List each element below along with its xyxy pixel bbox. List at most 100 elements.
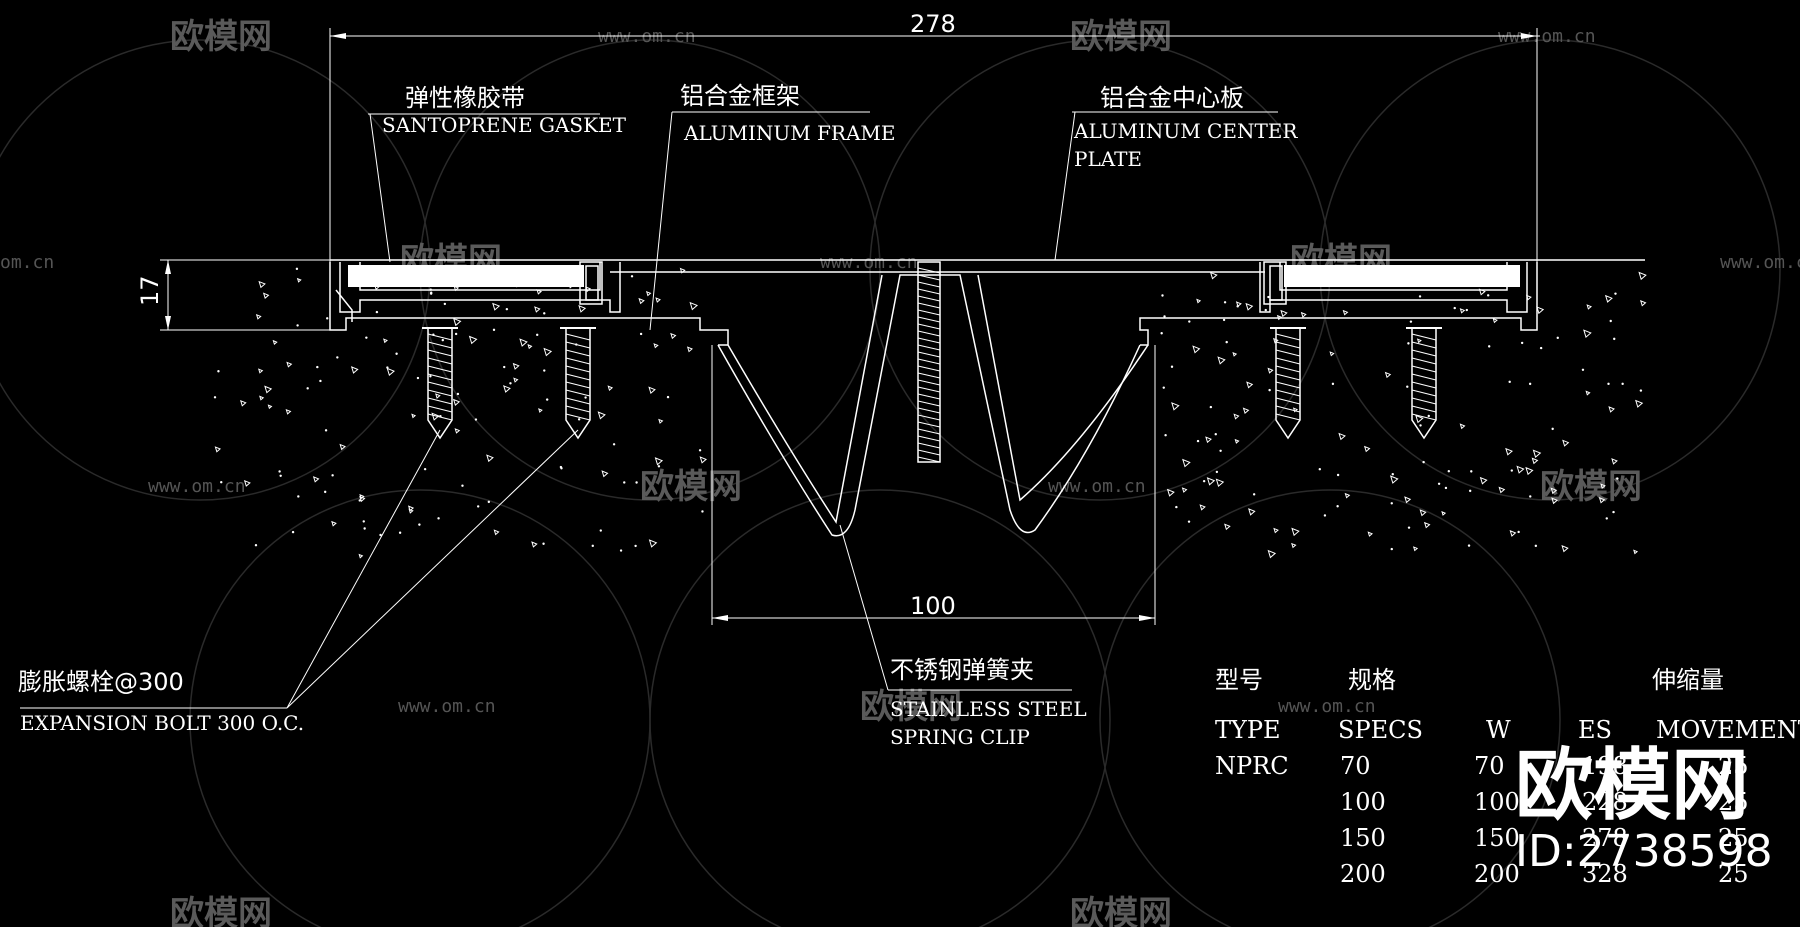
aggregate-dot [279, 474, 282, 477]
aggregate-mark [1509, 530, 1517, 537]
aggregate-mark [453, 285, 460, 292]
watermark-brand: 欧模网 [1070, 17, 1172, 57]
aggregate-dot [324, 429, 328, 432]
aggregate-mark [1598, 496, 1606, 504]
table-cell: 278 [1582, 824, 1628, 852]
aggregate-dot [323, 490, 327, 494]
aggregate-mark [1338, 432, 1346, 441]
concrete-right [1160, 267, 1647, 559]
aggregate-dot [559, 465, 563, 469]
aggregate-dot [430, 291, 433, 294]
dimension-gap: 100 [711, 345, 1156, 625]
watermark-url: www.om.cn [1278, 696, 1376, 717]
aggregate-mark [359, 495, 366, 503]
aggregate-mark [601, 470, 609, 478]
aggregate-mark [1532, 449, 1542, 459]
aggregate-mark [1329, 351, 1335, 357]
aggregate-dot [599, 529, 602, 532]
watermark-brand: 欧模网 [640, 467, 742, 507]
aggregate-mark [1416, 338, 1422, 344]
aggregate-dot [1613, 337, 1616, 341]
aggregate-mark [1441, 511, 1447, 516]
aggregate-mark [1267, 367, 1274, 374]
callout-frame: 铝合金框架 ALUMINUM FRAME [680, 82, 896, 145]
aggregate-dot [441, 338, 445, 342]
aggregate-mark [331, 520, 337, 527]
aggregate-mark [435, 393, 441, 399]
bolt-label-cn: 膨胀螺栓@300 [18, 668, 184, 696]
aggregate-dot [476, 505, 480, 508]
table-cell: 25 [1718, 752, 1749, 780]
center-plate-label-cn: 铝合金中心板 [1100, 84, 1244, 112]
aggregate-dot [1215, 470, 1219, 474]
aggregate-mark [1404, 496, 1412, 504]
aggregate-dot [1209, 405, 1213, 409]
aggregate-mark [262, 292, 270, 299]
expansion-bolts [422, 327, 1442, 440]
aggregate-mark [259, 395, 265, 401]
aggregate-mark [578, 304, 587, 313]
aggregate-dot [1427, 414, 1430, 418]
watermark-brand: 欧模网 [1540, 467, 1642, 507]
aggregate-dot [1407, 342, 1410, 345]
aggregate-dot [1187, 520, 1191, 523]
expansion-bolt [422, 327, 458, 440]
aggregate-dot [1614, 292, 1617, 295]
table-cell: 228 [1582, 788, 1628, 816]
watermark-url: www.om.cn [1498, 26, 1596, 47]
aggregate-mark [607, 385, 614, 391]
table-header-w: W [1486, 716, 1511, 744]
aggregate-dot [358, 499, 361, 502]
watermark-overlay: 欧模网 ID:2738598 [1515, 741, 1773, 877]
aggregate-dot [1264, 308, 1267, 312]
aggregate-dot [1222, 318, 1226, 322]
aggregate-mark [296, 277, 302, 283]
aggregate-dot [1214, 433, 1217, 436]
aggregate-mark [1415, 414, 1424, 424]
aggregate-mark [1209, 271, 1218, 280]
aggregate-dot [1621, 382, 1624, 386]
aggregate-mark [1344, 492, 1351, 499]
aggregate-dot [1508, 380, 1511, 384]
frame-label-cn: 铝合金框架 [680, 82, 800, 110]
aggregate-mark [1516, 465, 1525, 474]
aggregate-mark [534, 306, 541, 313]
aggregate-dot [217, 370, 220, 373]
aggregate-mark [258, 368, 264, 374]
aggregate-mark [531, 541, 538, 548]
watermark-brand: 欧模网 [860, 687, 962, 727]
frame-label-en: ALUMINUM FRAME [683, 121, 896, 145]
aggregate-mark [1419, 509, 1427, 517]
aggregate-mark [1423, 521, 1431, 529]
watermark-url: www.om.cn [820, 252, 918, 273]
table-cell: 70 [1474, 752, 1505, 780]
table-header-type: TYPE [1215, 716, 1281, 744]
aggregate-dot [635, 481, 638, 484]
aggregate-dot [220, 481, 223, 484]
aggregate-dot [1409, 320, 1413, 323]
aggregate-dot [416, 376, 420, 380]
aggregate-dot [619, 549, 623, 552]
aggregate-mark [1235, 301, 1242, 308]
aggregate-mark [383, 338, 388, 344]
aggregate-mark [431, 412, 440, 421]
aggregate-mark [513, 377, 519, 383]
aggregate-dot [1444, 486, 1448, 490]
aggregate-dot [1517, 530, 1520, 534]
aggregate-mark [1196, 298, 1202, 304]
aggregate-dot [1336, 473, 1340, 477]
aggregate-dot [577, 418, 581, 421]
aggregate-dot [297, 495, 300, 498]
table-cell: 100 [1340, 788, 1386, 816]
watermark-url: www.om.cn [1048, 476, 1146, 497]
center-plate-label-en1: ALUMINUM CENTER [1073, 119, 1298, 143]
aggregate-mark [312, 476, 320, 483]
table-cell: 200 [1474, 860, 1520, 888]
aggregate-dot [291, 530, 295, 534]
aggregate-dot [612, 443, 616, 446]
aggregate-mark [686, 346, 693, 353]
aggregate-dot [295, 267, 299, 271]
aggregate-dot [1267, 295, 1270, 299]
center-plate-label-en2: PLATE [1074, 147, 1142, 171]
aggregate-dot [1268, 388, 1271, 392]
